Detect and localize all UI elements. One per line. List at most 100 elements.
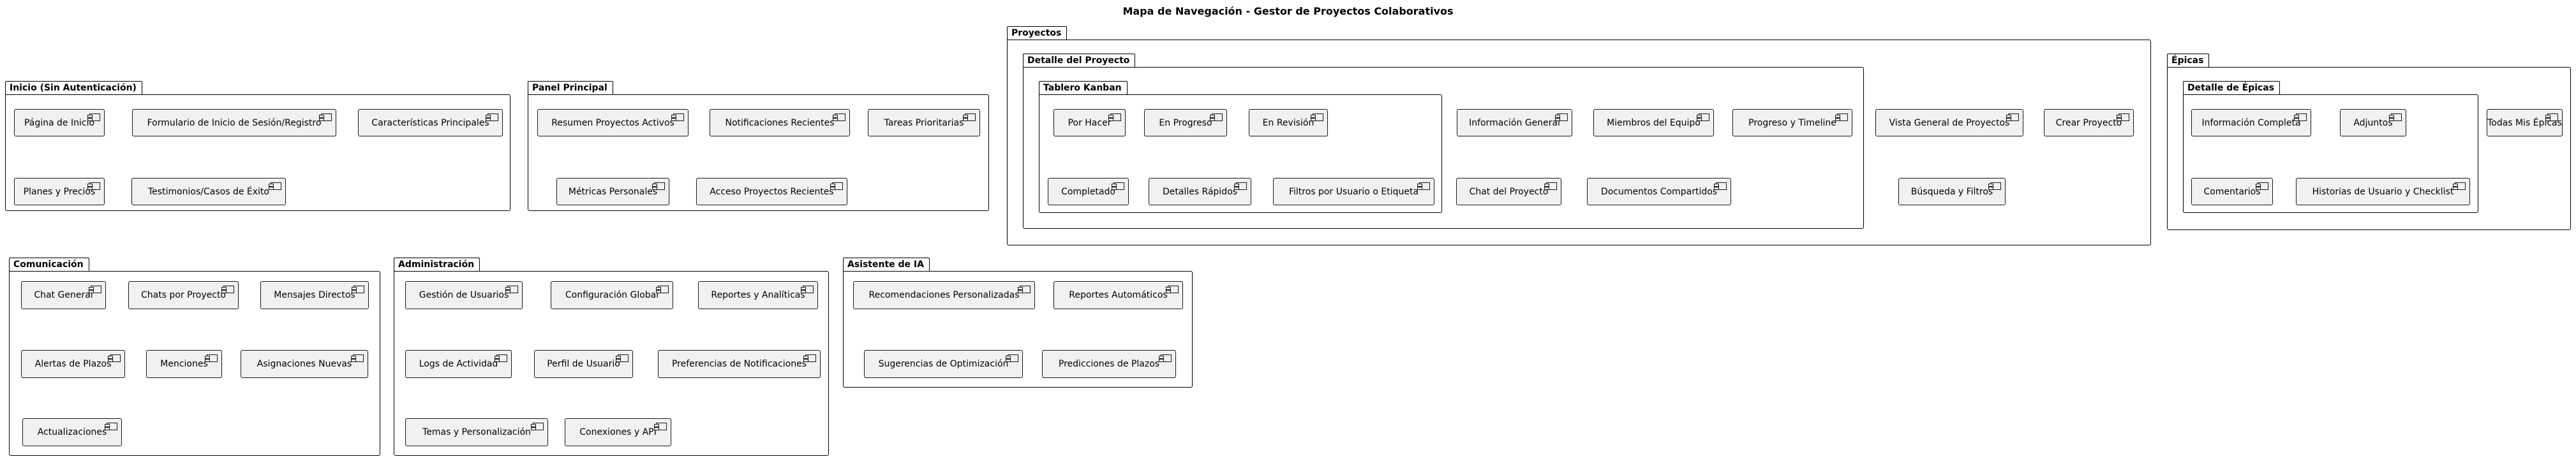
component-preferencias-notificaciones: Preferencias de Notificaciones <box>658 350 821 378</box>
component-sugerencias-optimizacion: Sugerencias de Optimización <box>864 350 1023 378</box>
component-icon <box>1697 113 1709 121</box>
component-progreso-timeline: Progreso y Timeline <box>1732 109 1852 136</box>
component-resumen-proyectos: Resumen Proyectos Activos <box>537 109 689 136</box>
component-icon <box>1544 182 1557 190</box>
package-ia-label: Asistente de IA <box>847 259 924 270</box>
component-menciones: Menciones <box>146 350 222 378</box>
component-informacion-general: Información General <box>1457 109 1572 136</box>
component-icon <box>1018 286 1031 293</box>
component-icon <box>1210 113 1223 121</box>
component-icon <box>2256 182 2268 190</box>
component-icon <box>1159 354 1172 362</box>
component-icon <box>656 286 669 293</box>
component-icon <box>269 182 281 190</box>
package-administracion-label: Administración <box>398 259 475 270</box>
package-panel-label: Panel Principal <box>532 83 607 93</box>
component-icon <box>801 286 814 293</box>
component-adjuntos: Adjuntos <box>2340 109 2406 136</box>
component-icon <box>351 354 364 362</box>
package-detalle-epicas-label: Detalle de Épicas <box>2187 83 2275 93</box>
package-epicas-label: Épicas <box>2171 55 2204 66</box>
component-icon <box>1555 113 1568 121</box>
component-icon <box>1166 286 1179 293</box>
component-conexiones-api: Conexiones y API <box>565 418 671 446</box>
component-icon <box>2294 113 2307 121</box>
component-completado: Completado <box>1048 178 1129 205</box>
component-testimonios: Testimonios/Casos de Éxito <box>131 178 286 205</box>
component-configuracion-global: Configuración Global <box>551 281 673 309</box>
component-icon <box>803 354 816 362</box>
component-temas-personalizacion: Temas y Personalización <box>405 418 548 446</box>
component-icon <box>1988 182 2001 190</box>
component-por-hacer: Por Hacer <box>1053 109 1126 136</box>
component-asignaciones-nuevas: Asignaciones Nuevas <box>241 350 368 378</box>
component-caracteristicas: Características Principales <box>358 109 503 136</box>
component-icon <box>2453 182 2466 190</box>
package-epicas-tab: Épicas <box>2167 54 2210 68</box>
component-icon <box>108 354 121 362</box>
component-miembros-equipo: Miembros del Equipo <box>1593 109 1714 136</box>
package-proyectos-label: Proyectos <box>1011 28 1062 38</box>
package-comunicacion-label: Comunicación <box>13 259 84 270</box>
package-detalle-epicas-tab: Detalle de Épicas <box>2183 81 2281 95</box>
component-icon <box>2006 113 2019 121</box>
package-proyectos-tab: Proyectos <box>1007 26 1068 40</box>
component-icon <box>1311 113 1323 121</box>
component-icon <box>352 286 364 293</box>
component-informacion-completa: Información Completa <box>2191 109 2311 136</box>
component-icon <box>87 113 100 121</box>
component-gestion-usuarios: Gestión de Usuarios <box>405 281 523 309</box>
component-icon <box>830 182 843 190</box>
component-reportes-automaticos: Reportes Automáticos <box>1053 281 1183 309</box>
component-icon <box>221 286 234 293</box>
component-mensajes-directos: Mensajes Directos <box>260 281 369 309</box>
component-icon <box>495 354 507 362</box>
diagram-title: Mapa de Navegación - Gestor de Proyectos… <box>1122 5 1454 17</box>
package-kanban-tab: Tablero Kanban <box>1039 81 1128 95</box>
component-chats-proyecto: Chats por Proyecto <box>128 281 239 309</box>
component-icon <box>205 354 218 362</box>
component-icon <box>531 423 544 430</box>
component-icon <box>1006 354 1018 362</box>
component-reportes-analiticas: Reportes y Analíticas <box>698 281 818 309</box>
component-acceso-proyectos: Acceso Proyectos Recientes <box>696 178 847 205</box>
component-icon <box>2389 113 2402 121</box>
component-icon <box>616 354 629 362</box>
component-historias-usuario: Historias de Usuario y Checklist <box>2296 178 2470 205</box>
component-detalles-rapidos: Detalles Rápidos <box>1149 178 1251 205</box>
component-icon <box>87 182 100 190</box>
component-icon <box>505 286 518 293</box>
component-comentarios: Comentarios <box>2191 178 2273 205</box>
component-icon <box>652 182 665 190</box>
component-vista-general-proyectos: Vista General de Proyectos <box>1875 109 2023 136</box>
component-predicciones-plazos: Predicciones de Plazos <box>1042 350 1176 378</box>
component-chat-proyecto: Chat del Proyecto <box>1456 178 1561 205</box>
component-icon <box>1417 182 1430 190</box>
component-logs-actividad: Logs de Actividad <box>405 350 512 378</box>
component-icon <box>833 113 845 121</box>
component-icon <box>1108 113 1121 121</box>
component-formulario-login: Formulario de Inicio de Sesión/Registro <box>132 109 336 136</box>
component-icon <box>654 423 667 430</box>
package-kanban-label: Tablero Kanban <box>1043 83 1122 93</box>
component-filtros-usuario: Filtros por Usuario o Etiqueta <box>1273 178 1434 205</box>
component-icon <box>105 423 117 430</box>
component-metricas-personales: Métricas Personales <box>556 178 669 205</box>
component-icon <box>486 113 498 121</box>
component-icon <box>671 113 684 121</box>
component-icon <box>1112 182 1124 190</box>
component-planes-precios: Planes y Precios <box>14 178 105 205</box>
component-busqueda-filtros: Búsqueda y Filtros <box>1898 178 2006 205</box>
package-detalle-proyecto-tab: Detalle del Proyecto <box>1023 54 1136 68</box>
component-icon <box>89 286 101 293</box>
component-documentos-compartidos: Documentos Compartidos <box>1587 178 1731 205</box>
package-administracion-tab: Administración <box>394 258 480 272</box>
component-todas-epicas: Todas Mis Épicas <box>2487 109 2563 136</box>
component-actualizaciones: Actualizaciones <box>22 418 122 446</box>
component-notificaciones-recientes: Notificaciones Recientes <box>710 109 850 136</box>
component-tareas-prioritarias: Tareas Prioritarias <box>868 109 980 136</box>
component-en-progreso: En Progreso <box>1144 109 1227 136</box>
component-icon <box>963 113 976 121</box>
component-chat-general: Chat General <box>21 281 106 309</box>
package-comunicacion-tab: Comunicación <box>9 258 89 272</box>
